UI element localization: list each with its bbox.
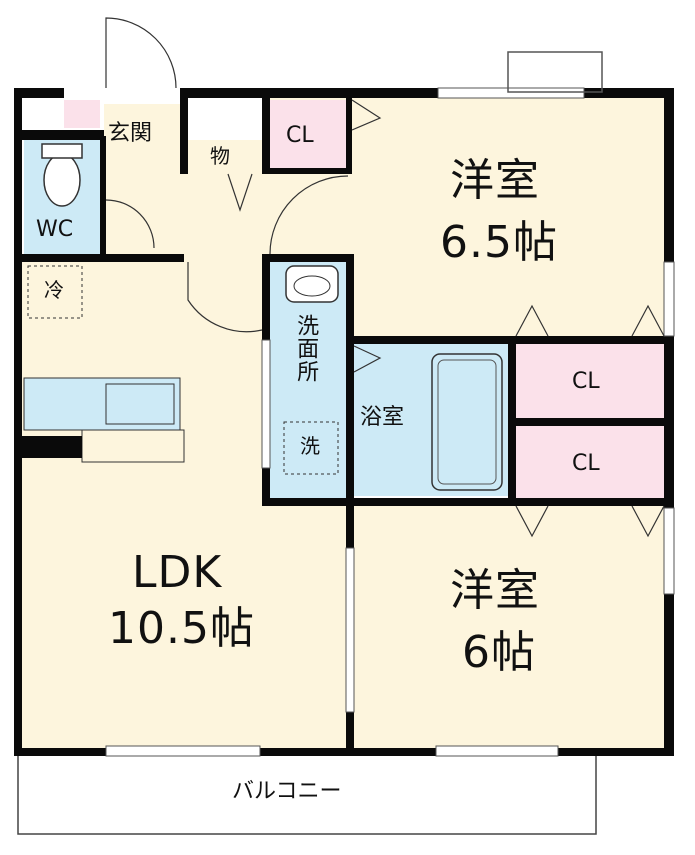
fridge-space (27, 265, 83, 319)
kitchen-lower (81, 429, 185, 463)
washroom-label: 洗面所 (293, 314, 319, 383)
bathtub (431, 353, 503, 491)
entrance-pink (64, 100, 100, 128)
bathtub-inner (437, 359, 497, 485)
western-room-1-name: 洋室 (450, 155, 540, 206)
western-room-2-floor (350, 498, 670, 748)
washer-pan (283, 421, 339, 475)
entrance-label: 玄関 (108, 121, 153, 146)
closet-top-floor (270, 100, 346, 172)
toilet-bowl (43, 153, 81, 207)
bathroom-label: 浴室 (360, 405, 405, 430)
closet-low-label: CL (572, 451, 600, 476)
toilet-tank (41, 143, 83, 159)
kitchen-sink (105, 383, 175, 425)
closet-mid-floor (516, 344, 670, 420)
fridge-label: 冷 (44, 278, 64, 302)
storage-label: 物 (210, 144, 230, 168)
windows (105, 87, 675, 757)
basin-bowl (293, 275, 331, 297)
western-room-2-name: 洋室 (450, 565, 540, 616)
balcony-label: バルコニー (232, 779, 342, 804)
storage-floor (188, 140, 268, 174)
top-balcony-rail (507, 51, 603, 93)
entrance-floor (104, 104, 184, 172)
closet-low-floor (516, 426, 670, 498)
washer-label: 洗 (300, 434, 320, 458)
closet-mid-label: CL (572, 369, 600, 394)
doors (105, 17, 665, 538)
western-room-1-size: 6.5帖 (440, 217, 558, 268)
western-room-2-size: 6帖 (462, 627, 536, 678)
closet-top-label: CL (286, 123, 314, 148)
balcony-area (17, 751, 597, 835)
ldk-size: 10.5帖 (108, 603, 255, 654)
basin (285, 265, 339, 303)
ldk-name: LDK (132, 547, 223, 598)
wc-label: WC (36, 217, 74, 242)
